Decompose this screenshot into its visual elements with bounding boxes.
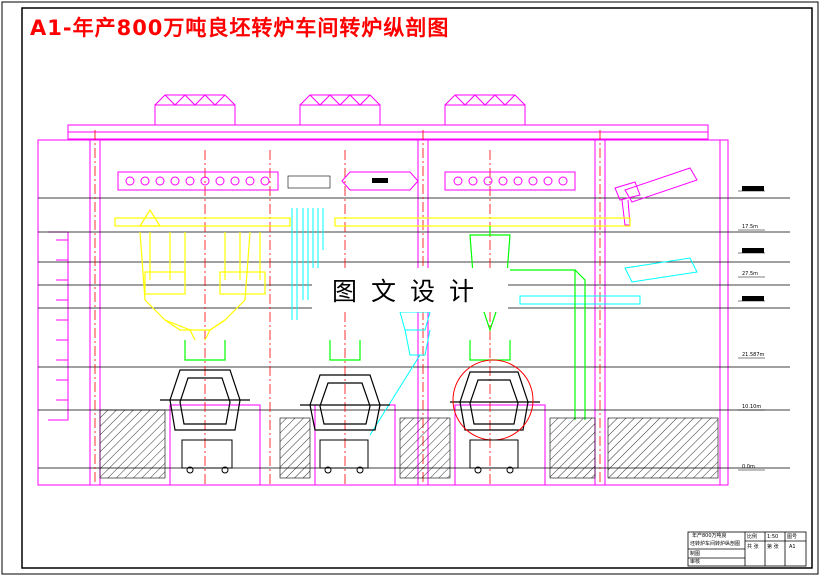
drawing-frame [21, 7, 813, 569]
elevation-3: 21.587m [742, 352, 764, 358]
elevation-labels: 17.5m 27.5m 21.587m 10.10m 0.0m [742, 224, 764, 470]
drawing-title: A1-年产800万吨良坯转炉车间转炉纵剖图 [30, 16, 450, 40]
title-block-drawn: 制图 [690, 551, 701, 557]
title-block-sheet-value: A1 [789, 544, 796, 550]
title-block-name-2: 坯转炉车间转炉纵剖图 [690, 541, 741, 547]
title-block-scale-value: 1:50 [767, 534, 779, 540]
roof-monitors [67, 94, 709, 140]
title-block-sheet-label: 图号 [787, 534, 798, 540]
elevation-1: 17.5m [742, 224, 758, 230]
title-block-frame [687, 531, 807, 567]
alloy-system [291, 208, 431, 436]
title-block: 年产800万吨良 坯转炉车间转炉纵剖图 制图 审核 比例 1:50 图号 共 张… [688, 532, 806, 566]
elevation-2: 27.5m [742, 271, 758, 277]
overhead-crane [117, 171, 576, 191]
elevation-marks [742, 186, 764, 301]
title-block-checked: 审核 [690, 559, 701, 565]
belt-conveyor [614, 167, 698, 226]
title-block-name-1: 年产800万吨良 [692, 533, 727, 539]
watermark: 图文设计 [312, 268, 508, 312]
feeding-system [114, 208, 631, 341]
oxygen-lance-system [184, 226, 586, 420]
converter [160, 369, 540, 431]
elevation-leaders [738, 190, 765, 471]
alloy-bin-label [287, 175, 331, 189]
title-block-page: 第 张 [767, 544, 779, 550]
title-block-scale-label: 比例 [747, 534, 758, 540]
foundation-hatching [99, 409, 719, 479]
alloy-conveyor [519, 257, 698, 305]
elevation-5: 0.0m [742, 464, 755, 470]
elevation-4: 10.10m [742, 404, 761, 410]
ladle-car [181, 439, 519, 474]
title-block-count: 共 张 [747, 544, 759, 550]
crane-label [372, 178, 388, 183]
